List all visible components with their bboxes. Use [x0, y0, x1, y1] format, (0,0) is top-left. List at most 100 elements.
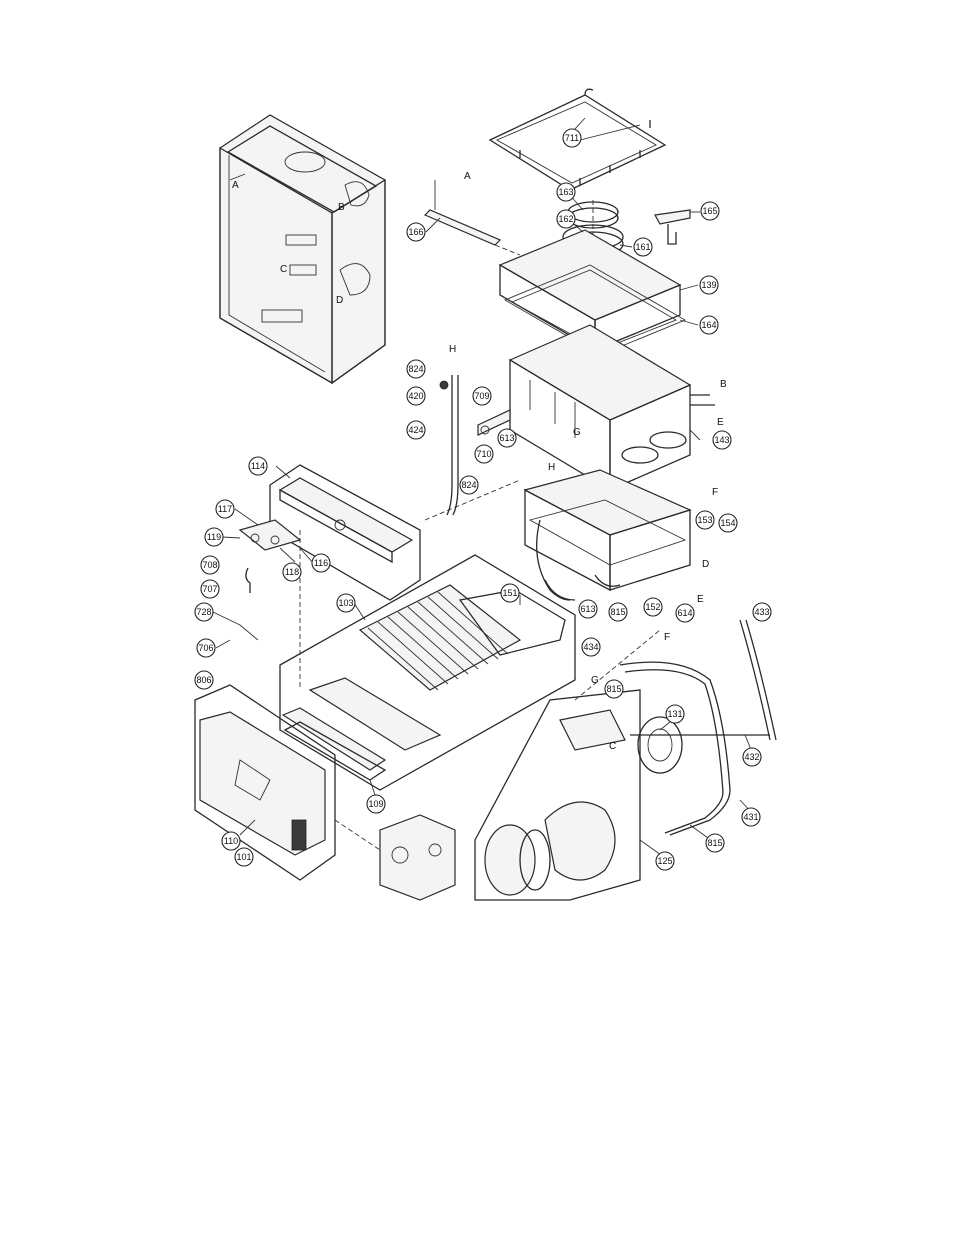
ref-letter-b: B [720, 379, 727, 390]
callout-label: 163 [558, 187, 573, 197]
ref-letter-d: D [702, 559, 709, 570]
burner-103 [279, 554, 576, 791]
gasket-109 [283, 721, 387, 781]
callout-707: 707 [200, 579, 220, 599]
electrode-assembly [238, 519, 302, 593]
callout-label: 434 [583, 642, 598, 652]
callout-label: 806 [196, 675, 211, 685]
callout-label: 125 [657, 856, 672, 866]
ref-letter-b: B [338, 202, 345, 213]
callout-label: 116 [314, 558, 328, 568]
callout-label: 119 [207, 532, 221, 542]
callout-label: 165 [702, 206, 717, 216]
part-callouts: 711 163 165 162 161 166 139 164 824 420 … [194, 128, 772, 871]
ref-letter-f: F [664, 632, 670, 643]
callout-label: 613 [580, 604, 595, 614]
fan-assembly-125 [474, 689, 683, 901]
dashed-relation-lines [299, 479, 661, 851]
ref-letter-e: E [717, 417, 724, 428]
combustion-chamber [523, 469, 692, 601]
callout-label: 164 [701, 320, 716, 330]
callout-label: 424 [408, 425, 423, 435]
ref-letter-d: D [336, 295, 343, 306]
casing-frame [219, 114, 386, 385]
callout-711: 711 [562, 128, 582, 148]
ref-letter-f: F [712, 487, 718, 498]
callout-label: 153 [697, 515, 712, 525]
callout-710: 710 [474, 444, 494, 464]
callout-label: 710 [476, 449, 491, 459]
heat-exchanger-143 [508, 324, 715, 492]
callout-709: 709 [472, 386, 492, 406]
top-frame-711 [488, 88, 667, 191]
callout-label: 110 [224, 836, 238, 846]
callout-101: 101 [234, 847, 254, 867]
callout-434: 434 [581, 637, 601, 657]
ref-letter-h: H [548, 462, 555, 473]
callout-109: 109 [366, 794, 386, 814]
pcb-110 [194, 684, 336, 881]
callout-label: 114 [251, 461, 265, 471]
callout-label: 708 [202, 560, 217, 570]
callout-116: 116 [311, 553, 331, 573]
callout-label: 815 [707, 838, 722, 848]
callout-label: 161 [635, 242, 650, 252]
callout-label: 431 [743, 812, 758, 822]
callout-label: 706 [198, 643, 213, 653]
callout-label: 824 [461, 480, 476, 490]
callout-119: 119 [204, 527, 224, 547]
callout-153: 153 [695, 510, 715, 530]
callout-166: 166 [406, 222, 426, 242]
callout-label: 166 [408, 227, 423, 237]
callout-label: 824 [408, 364, 423, 374]
callout-613-upper: 613 [497, 428, 517, 448]
callout-139: 139 [699, 275, 719, 295]
callout-154: 154 [718, 513, 738, 533]
callout-label: 711 [565, 133, 579, 143]
callout-label: 143 [714, 435, 729, 445]
callout-806: 806 [194, 670, 214, 690]
callout-label: 101 [236, 852, 251, 862]
callout-label: 420 [408, 391, 423, 401]
callout-label: 131 [667, 709, 682, 719]
callout-163: 163 [556, 182, 576, 202]
callout-164: 164 [699, 315, 719, 335]
ref-letter-g: G [591, 675, 599, 686]
callout-162: 162 [556, 209, 576, 229]
callout-125: 125 [655, 851, 675, 871]
bracket-165 [654, 209, 691, 245]
callout-815-lower: 815 [705, 833, 725, 853]
callout-706: 706 [196, 638, 216, 658]
callout-420: 420 [406, 386, 426, 406]
ref-letter-g: G [573, 427, 581, 438]
bypass-pipe-613 [544, 574, 621, 601]
ref-letter-c: C [609, 741, 616, 752]
callout-label: 707 [202, 584, 217, 594]
gas-valve [379, 814, 456, 901]
callout-165: 165 [700, 201, 720, 221]
callout-label: 728 [196, 607, 211, 617]
ref-letter-a: A [232, 180, 239, 191]
callout-728: 728 [194, 602, 214, 622]
callout-424: 424 [406, 420, 426, 440]
ref-letter-a: A [464, 171, 471, 182]
damper-709 [477, 409, 511, 436]
callout-152: 152 [643, 597, 663, 617]
callout-118: 118 [282, 562, 302, 582]
callout-label: 117 [218, 504, 232, 514]
callout-103: 103 [336, 593, 356, 613]
callout-161: 161 [633, 237, 653, 257]
callout-708: 708 [200, 555, 220, 575]
bracket-166 [423, 180, 521, 256]
callout-label: 162 [558, 214, 573, 224]
callout-433: 433 [752, 602, 772, 622]
ref-letter-h: H [449, 344, 456, 355]
callout-label: 614 [677, 608, 692, 618]
ref-letter-c: C [280, 264, 287, 275]
callout-131: 131 [665, 704, 685, 724]
callout-label: 103 [338, 598, 353, 608]
callout-431: 431 [741, 807, 761, 827]
callout-613-lower: 613 [578, 599, 598, 619]
callout-117: 117 [215, 499, 235, 519]
